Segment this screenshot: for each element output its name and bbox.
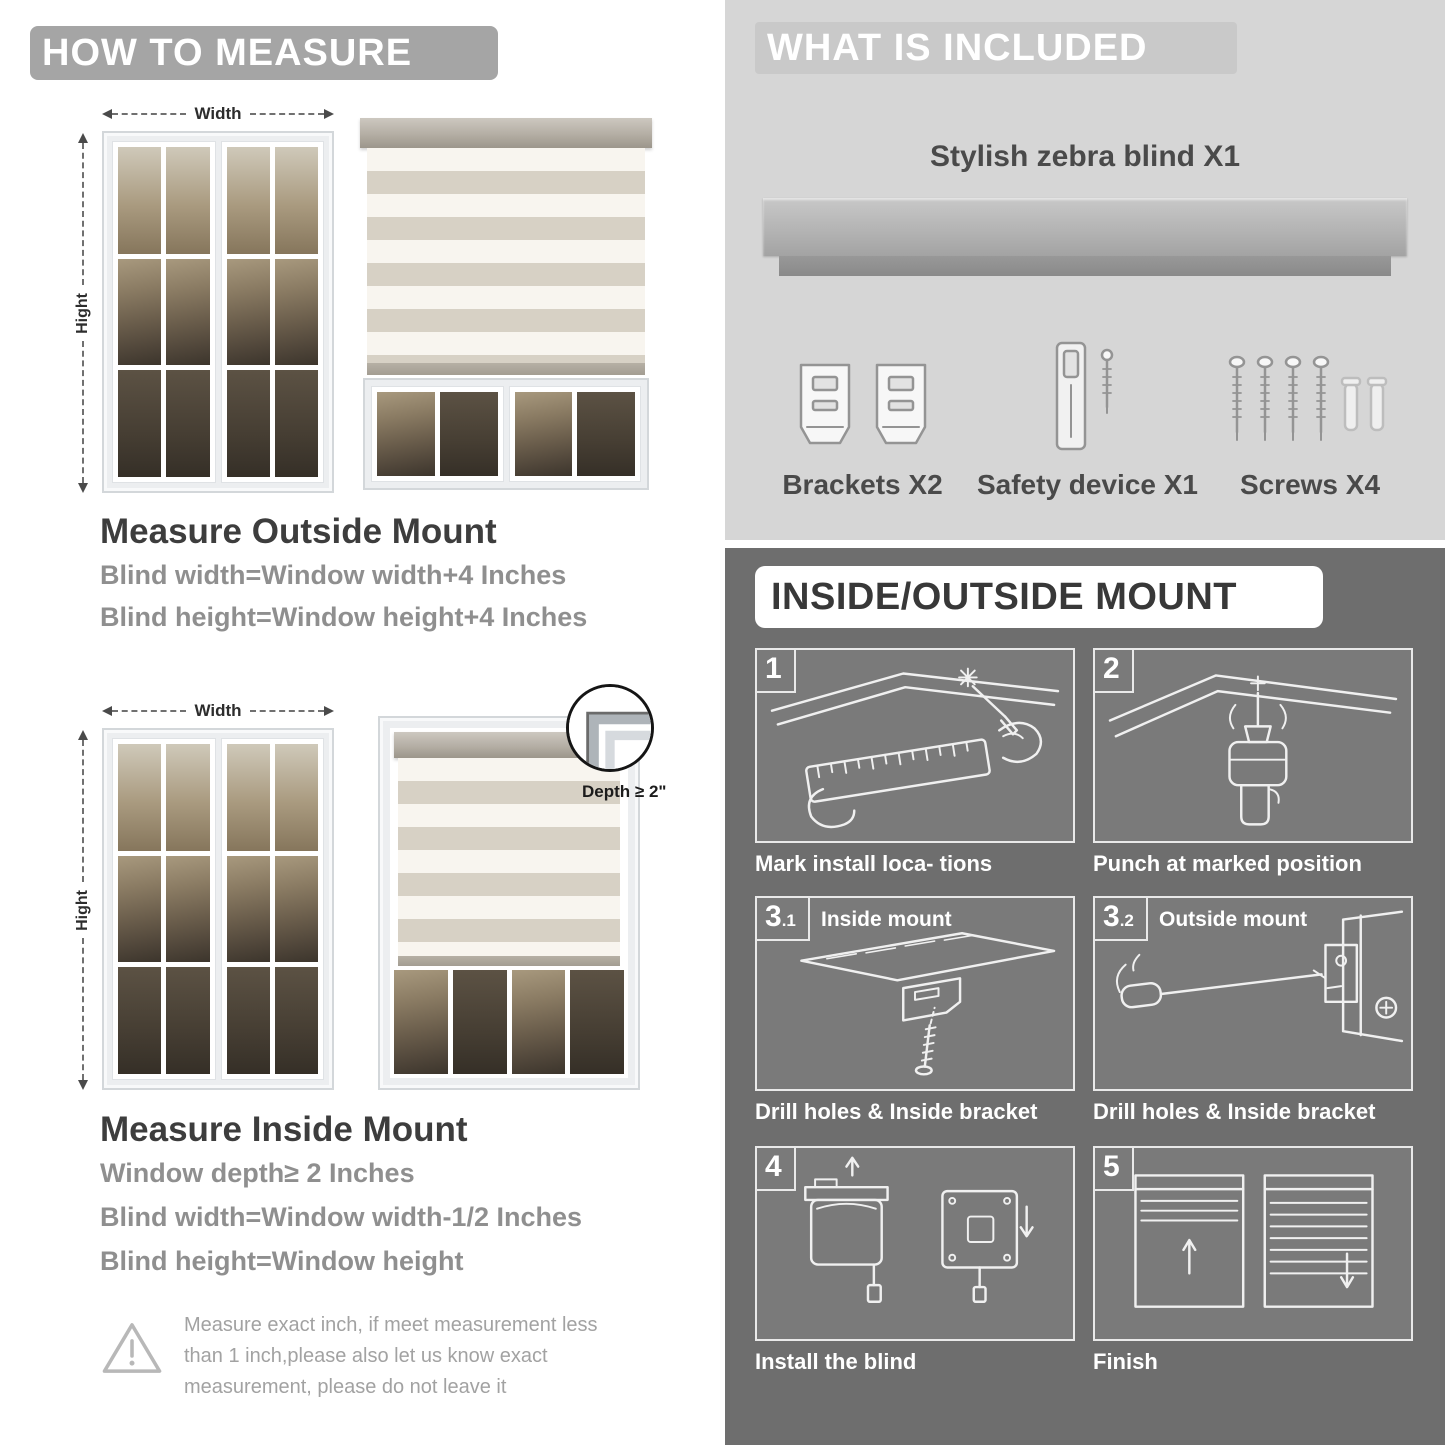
- step-2-tile: 2: [1093, 648, 1413, 843]
- window-bottom-part: [363, 378, 649, 490]
- height-label: Hight: [74, 889, 91, 931]
- width-label: Width: [194, 701, 242, 720]
- step-5-tile: 5: [1093, 1146, 1413, 1341]
- inside-blind-figure: [378, 716, 640, 1090]
- step-1-tile: 1: [755, 648, 1075, 843]
- install-blind-illustration: [804, 1156, 1034, 1304]
- window-illustration: [102, 131, 334, 493]
- arrow-up-icon: [78, 133, 88, 143]
- brackets-icon: [793, 322, 933, 457]
- outside-blind-figure: [360, 118, 652, 492]
- arrow-right-icon: [324, 706, 334, 716]
- inside-bracket-illustration: [800, 932, 1056, 1076]
- screws-label: Screws X4: [1239, 469, 1381, 500]
- mount-title: INSIDE/OUTSIDE MOUNT: [771, 575, 1238, 618]
- how-to-measure-header: HOW TO MEASURE: [30, 26, 498, 80]
- step-2-caption: Punch at marked position: [1093, 851, 1362, 876]
- step-number: 4: [757, 1148, 796, 1191]
- finish-illustration: [1134, 1174, 1374, 1308]
- arrow-left-icon: [102, 706, 112, 716]
- outside-mount-title: Measure Outside Mount: [100, 512, 497, 551]
- zebra-blind-stripes: [398, 758, 620, 956]
- step-4-caption: Install the blind: [755, 1349, 917, 1374]
- arrow-up-icon: [78, 730, 88, 740]
- measure-note: Measure exact inch, if meet measurement …: [100, 1310, 660, 1403]
- step-1-caption: Mark install loca- tions: [755, 851, 993, 876]
- depth-label: Depth ≥ 2": [582, 782, 667, 801]
- step-3-2-caption: Drill holes & Inside bracket: [1093, 1099, 1376, 1124]
- height-dimension: Hight: [72, 730, 94, 1090]
- inside-depth-rule: Window depth≥ 2 Inches: [100, 1158, 415, 1188]
- how-to-measure-section: HOW TO MEASURE Width Hight: [0, 0, 710, 1445]
- product-name: Stylish zebra blind X1: [929, 140, 1241, 173]
- outside-formula-height: Blind height=Window height+4 Inches: [100, 602, 588, 632]
- blind-headrail: [360, 118, 652, 148]
- screws-icon: [1223, 322, 1398, 457]
- step-number: 5: [1095, 1148, 1134, 1191]
- window-illustration: [102, 728, 334, 1090]
- drill-illustration: [1108, 674, 1398, 826]
- window-frame: [378, 716, 640, 1090]
- blind-bottomrail: [398, 956, 620, 966]
- brackets-label: Brackets X2: [782, 469, 943, 500]
- step-3-1-caption: Drill holes & Inside bracket: [755, 1099, 1038, 1124]
- zebra-blind-headrail-illustration: [763, 198, 1407, 276]
- step-number: 2: [1095, 650, 1134, 693]
- safety-device-icon: [1045, 322, 1131, 457]
- step-4-tile: 4: [755, 1146, 1075, 1341]
- arrow-down-icon: [78, 483, 88, 493]
- included-items: Brackets X2 Safety device X1: [750, 322, 1420, 501]
- inside-formula-height: Blind height=Window height: [100, 1246, 464, 1276]
- step-number: 3.2: [1095, 898, 1148, 941]
- outside-bracket-illustration: [1115, 910, 1404, 1043]
- zebra-blind-stripes: [367, 148, 645, 363]
- warning-icon: [100, 1310, 164, 1403]
- width-dimension: Width: [102, 700, 334, 722]
- how-to-measure-title: HOW TO MEASURE: [42, 31, 413, 74]
- arrow-down-icon: [78, 1080, 88, 1090]
- safety-device-label: Safety device X1: [976, 469, 1199, 500]
- inside-outside-mount-section: INSIDE/OUTSIDE MOUNT 1 Mark: [725, 548, 1445, 1445]
- mark-locations-illustration: [770, 667, 1060, 829]
- inside-mount-label: Inside mount: [821, 908, 952, 931]
- inside-mount-title: Measure Inside Mount: [100, 1110, 468, 1149]
- note-text: Measure exact inch, if meet measurement …: [184, 1314, 598, 1398]
- inside-window-figure: Width Hight: [72, 700, 334, 1090]
- window-bottom-part: [394, 970, 624, 1074]
- step-3-1-tile: 3.1 Inside mount: [755, 896, 1075, 1091]
- blind-bottomrail: [367, 363, 645, 375]
- width-label: Width: [194, 104, 242, 123]
- what-is-included-section: WHAT IS INCLUDED Stylish zebra blind X1: [725, 0, 1445, 540]
- outside-window-figure: Width Hight: [72, 103, 334, 493]
- arrow-right-icon: [324, 109, 334, 119]
- step-number: 3.1: [757, 898, 810, 941]
- included-item-screws: Screws X4: [1200, 322, 1420, 501]
- inside-formula-width: Blind width=Window width-1/2 Inches: [100, 1202, 583, 1232]
- step-3-2-tile: 3.2 Outside mount: [1093, 896, 1413, 1091]
- included-item-safety-device: Safety device X1: [975, 322, 1200, 501]
- depth-callout-circle: [566, 684, 654, 772]
- mount-header: INSIDE/OUTSIDE MOUNT: [755, 566, 1323, 628]
- step-number: 1: [757, 650, 796, 693]
- what-is-included-header: WHAT IS INCLUDED: [755, 22, 1237, 74]
- height-dimension: Hight: [72, 133, 94, 493]
- included-item-brackets: Brackets X2: [750, 322, 975, 501]
- width-dimension: Width: [102, 103, 334, 125]
- arrow-left-icon: [102, 109, 112, 119]
- outside-formula-width: Blind width=Window width+4 Inches: [100, 560, 567, 590]
- what-is-included-title: WHAT IS INCLUDED: [767, 26, 1148, 69]
- outside-mount-label: Outside mount: [1159, 908, 1308, 931]
- step-5-caption: Finish: [1093, 1349, 1158, 1374]
- height-label: Hight: [74, 292, 91, 334]
